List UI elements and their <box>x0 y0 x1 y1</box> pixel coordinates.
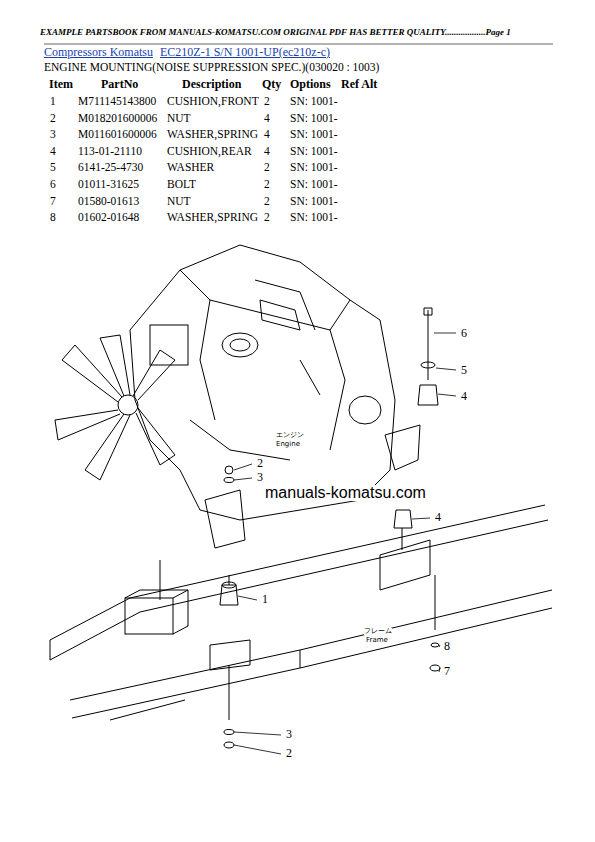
engine-label: エンジン <box>276 432 304 439</box>
model-link: EC210Z-1 S/N 1001-UP(ec210z-c) <box>160 46 330 58</box>
callout-number: 8 <box>443 640 451 652</box>
frame <box>50 505 552 720</box>
table-cell: 3 <box>50 129 56 141</box>
table-cell: 4 <box>264 146 270 158</box>
callout-number: 2 <box>256 457 264 469</box>
table-header: Options <box>290 78 331 90</box>
table-cell: SN: 1001- <box>290 162 338 174</box>
table-cell: 2 <box>50 113 56 125</box>
table-cell: 6 <box>50 179 56 191</box>
table-header: Description <box>182 78 241 90</box>
table-cell: 1 <box>50 96 56 108</box>
table-cell: 2 <box>264 179 270 191</box>
frame-label: Frame <box>366 637 388 644</box>
table-cell: WASHER <box>167 162 214 174</box>
engine <box>130 245 395 520</box>
section-title: ENGINE MOUNTING(NOISE SUPPRESSION SPEC.)… <box>44 62 379 74</box>
table-cell: SN: 1001- <box>290 196 338 208</box>
callout-number: 2 <box>285 747 293 759</box>
table-cell: 01580-01613 <box>78 196 139 208</box>
table-cell: 01602-01648 <box>78 212 139 224</box>
table-cell: WASHER,SPRING <box>167 129 258 141</box>
category-link: Compressors Komatsu <box>44 46 153 58</box>
watermark: manuals-komatsu.com <box>263 485 428 501</box>
table-cell: 113-01-21110 <box>78 146 142 158</box>
callout-number: 4 <box>460 390 468 402</box>
table-cell: 2 <box>264 212 270 224</box>
table-cell: 4 <box>264 113 270 125</box>
table-cell: BOLT <box>167 179 196 191</box>
frame-label: フレーム <box>364 628 392 635</box>
table-cell: WASHER,SPRING <box>167 212 258 224</box>
callout-number: 6 <box>460 327 468 339</box>
callout-number: 5 <box>460 364 468 376</box>
table-cell: NUT <box>167 113 191 125</box>
table-cell: CUSHION,REAR <box>167 146 252 158</box>
table-cell: M711145143800 <box>78 96 156 108</box>
table-header: Qty <box>262 78 281 90</box>
table-cell: 01011-31625 <box>78 179 139 191</box>
table-cell: 8 <box>50 212 56 224</box>
callout-number: 4 <box>434 511 442 523</box>
callout-number: 3 <box>256 471 264 483</box>
fan <box>55 335 175 480</box>
table-cell: SN: 1001- <box>290 212 338 224</box>
table-cell: 5 <box>50 162 56 174</box>
table-cell: CUSHION,FRONT <box>167 96 259 108</box>
table-cell: 4 <box>50 146 56 158</box>
table-cell: 7 <box>50 196 56 208</box>
callout-number: 7 <box>443 665 451 677</box>
table-cell: 2 <box>264 96 270 108</box>
table-cell: 2 <box>264 162 270 174</box>
table-cell: SN: 1001- <box>290 96 338 108</box>
table-header: Item <box>49 78 73 90</box>
table-cell: SN: 1001- <box>290 146 338 158</box>
table-cell: SN: 1001- <box>290 113 338 125</box>
engine-label: Engine <box>276 441 300 448</box>
table-cell: 6141-25-4730 <box>78 162 143 174</box>
table-cell: SN: 1001- <box>290 129 338 141</box>
table-cell: M018201600006 <box>78 113 157 125</box>
page-header: EXAMPLE PARTSBOOK FROM MANUALS-KOMATSU.C… <box>40 28 511 37</box>
table-cell: 4 <box>264 129 270 141</box>
table-cell: 2 <box>264 196 270 208</box>
callout-number: 1 <box>261 593 269 605</box>
callout-number: 3 <box>285 728 293 740</box>
table-cell: M011601600006 <box>78 129 157 141</box>
front-mount <box>205 466 250 748</box>
table-header: PartNo <box>101 78 138 90</box>
leader-lines <box>234 333 456 754</box>
table-cell: SN: 1001- <box>290 179 338 191</box>
table-header: Ref Alt <box>341 78 377 90</box>
table-cell: NUT <box>167 196 191 208</box>
